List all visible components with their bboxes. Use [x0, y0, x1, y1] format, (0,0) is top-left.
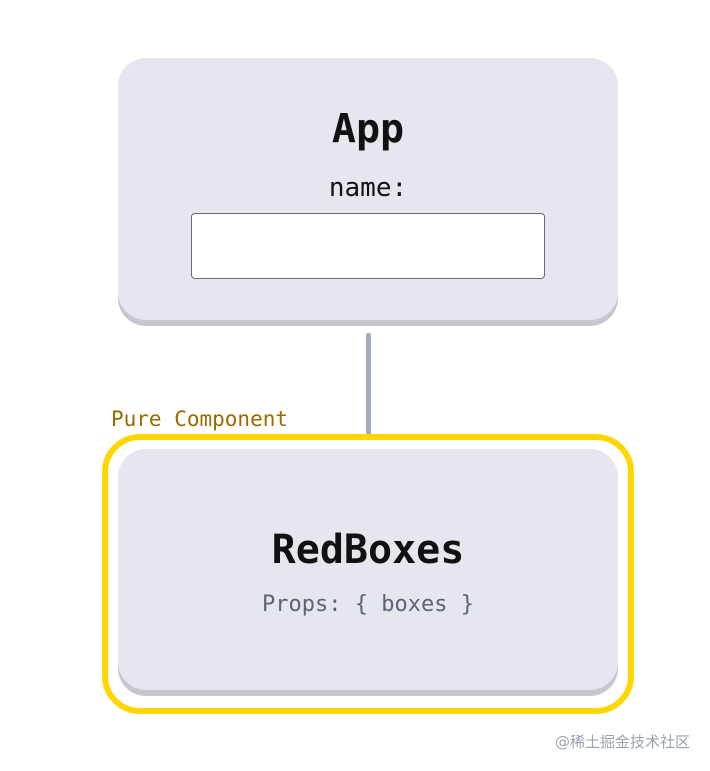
- component-connector-line: [366, 333, 371, 435]
- app-component-card: App name:: [118, 58, 618, 320]
- app-title: App: [331, 106, 405, 152]
- redboxes-props: Props: { boxes }: [262, 592, 474, 617]
- watermark: @稀土掘金技术社区: [554, 733, 690, 751]
- name-label: name:: [328, 173, 408, 203]
- redboxes-title: RedBoxes: [271, 527, 465, 573]
- pure-component-highlight-frame: [102, 434, 634, 714]
- name-input[interactable]: [191, 213, 545, 279]
- pure-component-label: Pure Component: [111, 407, 289, 431]
- redboxes-component-card: RedBoxes Props: { boxes }: [118, 449, 618, 690]
